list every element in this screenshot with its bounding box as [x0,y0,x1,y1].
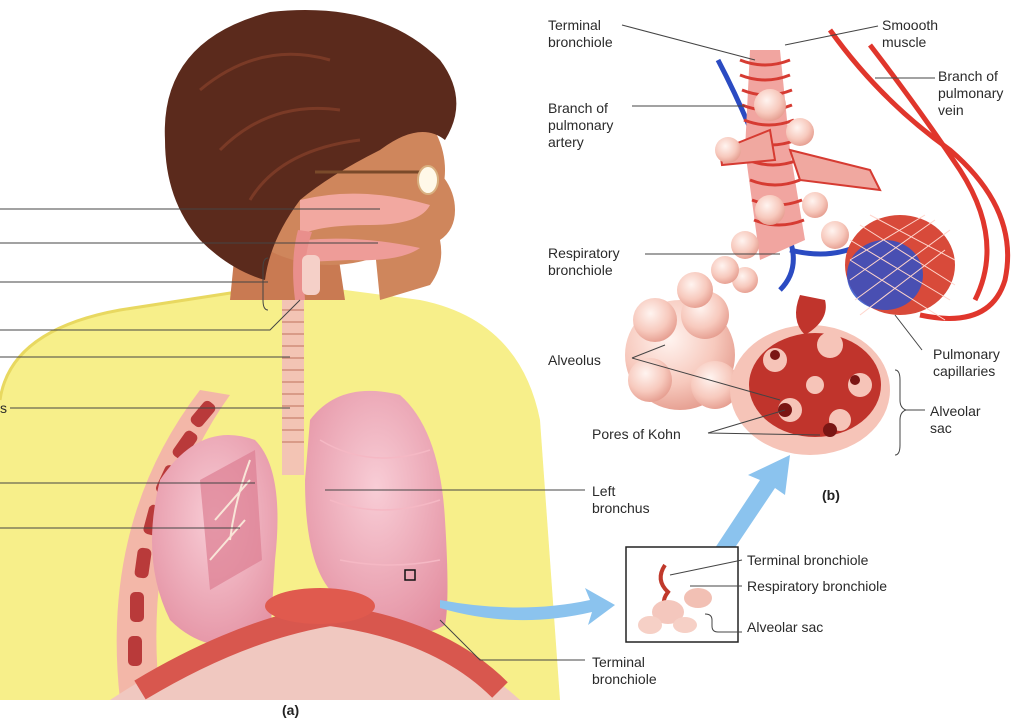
alveolar-sac [730,295,890,455]
arrow-to-panel-b [715,455,790,555]
label-inset-respiratory-bronchiole: Respiratory bronchiole [747,578,887,595]
panel-b-caption: (b) [822,487,840,503]
right-lung [152,435,278,647]
alveolar-sac-brace [895,370,925,455]
panel-a-caption: (a) [282,702,299,718]
label-inset-terminal-bronchiole: Terminal bronchiole [747,552,868,569]
label-alveolar-sac-b: Alveolar sac [930,403,981,437]
inset-box [626,547,738,642]
trachea [282,300,304,475]
label-pulmonary-capillaries: Pulmonary capillaries [933,346,1000,380]
label-respiratory-bronchiole: Respiratory bronchiole [548,245,620,279]
terminal-bronchiole-b-leader [622,25,755,60]
label-branch-pulmonary-artery: Branch of pulmonary artery [548,100,613,151]
label-branch-pulmonary-vein: Branch of pulmonary vein [938,68,1003,119]
label-inset-alveolar-sac: Alveolar sac [747,619,823,636]
capillary-bed [845,215,955,320]
label-left-bronchus: Left bronchus [592,483,650,517]
label-terminal-bronchiole-a: Terminal bronchiole [592,654,657,688]
smooth-muscle-leader [785,26,878,45]
label-alveolus: Alveolus [548,352,601,369]
label-smooth-muscle: Smoooth muscle [882,17,938,51]
cut-off-label-fragment: s [0,400,7,417]
alveolus-cluster [625,256,739,410]
pulmonary-capillaries-leader [895,315,922,350]
bronchiole-tree [720,50,880,260]
label-pores-of-kohn: Pores of Kohn [592,426,681,443]
label-terminal-bronchiole-b: Terminal bronchiole [548,17,613,51]
